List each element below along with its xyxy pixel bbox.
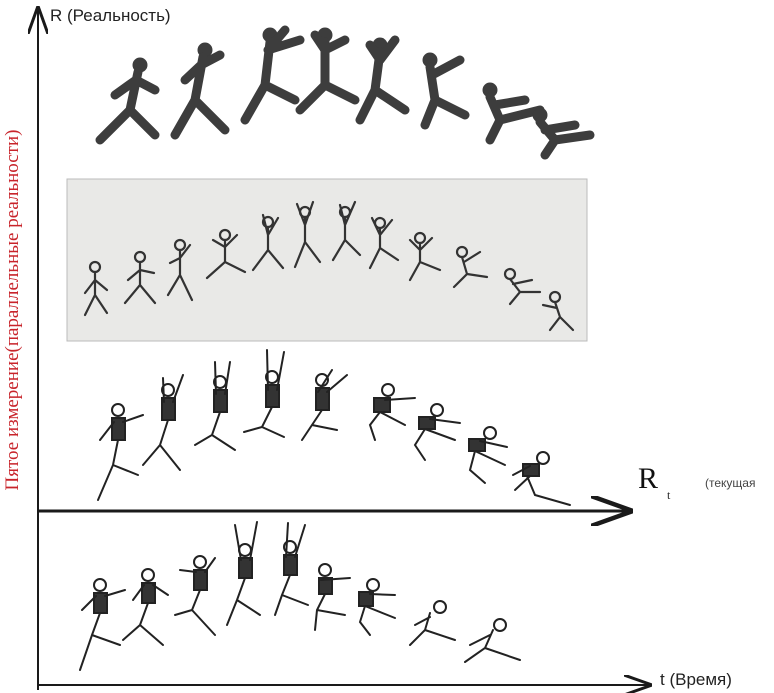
jumper-figure	[244, 350, 284, 437]
jumper-figure	[360, 38, 405, 120]
r-axis-label: R (Реальность)	[50, 6, 171, 26]
jumper-figure	[100, 58, 155, 140]
rt-note: (текущая	[705, 476, 755, 490]
jumper-figure	[300, 28, 355, 110]
jumper-figure	[469, 427, 507, 483]
jumper-figure	[143, 375, 183, 470]
jumper-figure	[483, 83, 540, 140]
rt-label: R	[638, 462, 658, 496]
jumper-figure	[175, 556, 215, 635]
jumper-figure	[465, 619, 520, 662]
rt-subscript: t	[667, 488, 670, 503]
jumper-figure	[123, 569, 168, 645]
jumper-figure	[370, 384, 415, 440]
t-axis-label: t (Время)	[660, 670, 732, 690]
jumper-figure	[227, 522, 260, 625]
jumper-figure	[315, 564, 350, 630]
jumper-figure	[533, 108, 590, 155]
jumper-figure	[275, 523, 308, 615]
panel-line-drawing-sequence-2	[80, 522, 520, 670]
jumper-figure	[175, 43, 225, 135]
panel-photo-silhouettes	[100, 28, 590, 155]
jumper-figure	[245, 28, 300, 120]
jumper-figure	[195, 362, 235, 450]
jumper-figure	[98, 404, 143, 500]
jumper-figure	[410, 601, 455, 645]
fifth-dimension-label: Пятое измерение(параллельные реальности)	[2, 30, 24, 590]
jumper-figure	[423, 53, 465, 125]
jumper-figure	[359, 579, 395, 635]
panel-line-drawing-sequence	[98, 350, 570, 505]
jumper-figure	[415, 404, 460, 460]
jumper-figure	[513, 452, 570, 505]
jumper-figure	[80, 579, 125, 670]
jumper-figure	[302, 370, 347, 440]
